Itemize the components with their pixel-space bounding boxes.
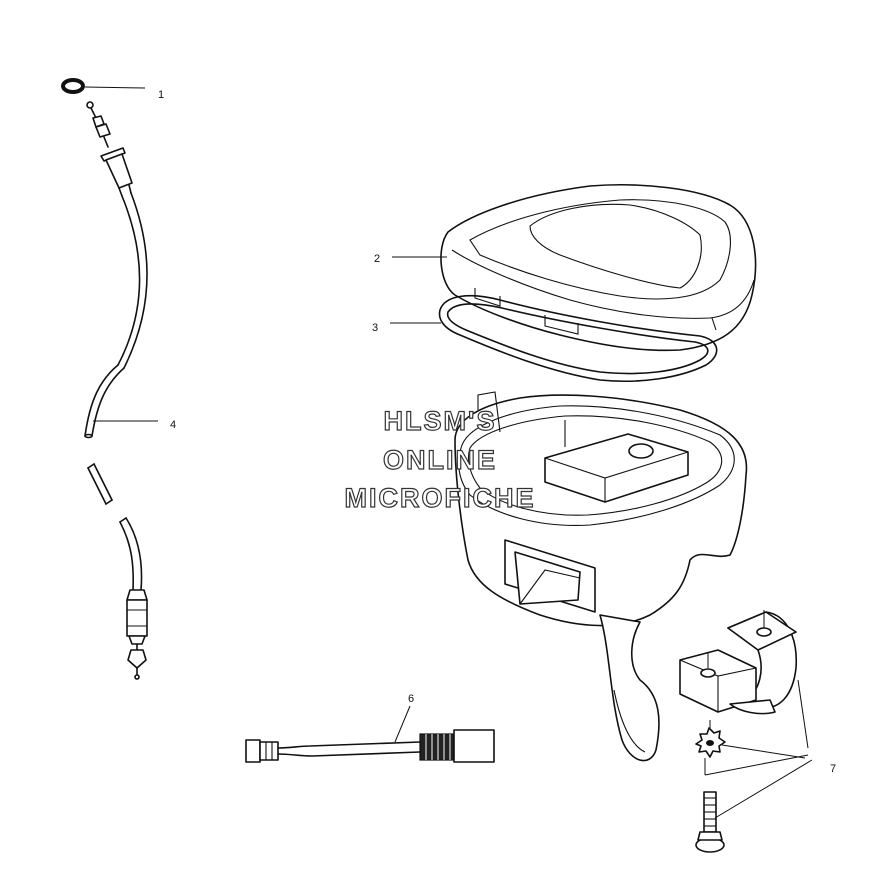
callout-1: 1 bbox=[158, 89, 164, 101]
watermark-line-1: HLSM'S bbox=[383, 406, 497, 436]
clamp bbox=[679, 610, 798, 715]
callout-4: 4 bbox=[170, 419, 176, 431]
wire-harness-part-6 bbox=[245, 705, 495, 763]
callout-3: 3 bbox=[372, 322, 378, 334]
o-ring-part-1 bbox=[61, 78, 146, 94]
screw-washer-part-7 bbox=[695, 679, 813, 853]
gasket-part-3 bbox=[390, 294, 718, 383]
throttle-housing bbox=[454, 391, 748, 762]
callout-2: 2 bbox=[374, 253, 380, 265]
watermark-line-3: MICROFICHE bbox=[344, 483, 536, 513]
callout-6: 6 bbox=[408, 693, 414, 705]
cover-part-2 bbox=[392, 184, 757, 352]
watermark-line-2: ONLINE bbox=[382, 445, 497, 475]
cable-part-4 bbox=[84, 101, 158, 680]
callout-7: 7 bbox=[830, 763, 836, 775]
